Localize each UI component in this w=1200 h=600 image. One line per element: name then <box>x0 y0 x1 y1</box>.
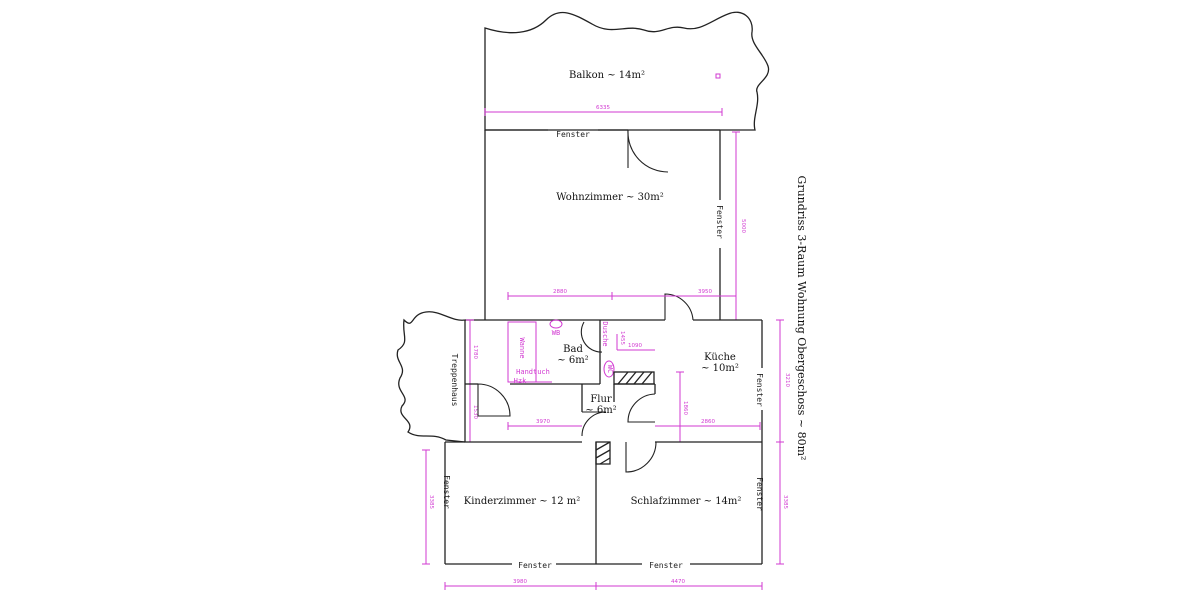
window-label-wohnzimmer-top: Fenster <box>556 130 590 139</box>
wash-basin <box>549 319 563 329</box>
dim-bad-small-2: 1090 <box>628 343 642 349</box>
dim-balkon-width: 6335 <box>596 105 610 111</box>
dim-kueche-depth: 3210 <box>784 373 790 387</box>
dim-bad-width: 2880 <box>553 289 567 295</box>
balcony-outline <box>484 11 770 131</box>
dim-kinder-depth: 3385 <box>428 495 434 509</box>
dim-flur-kueche: 2860 <box>701 419 715 425</box>
dim-treppe-lower: 1530 <box>472 405 478 419</box>
room-label-balkon: Balkon ~ 14m² <box>569 70 645 81</box>
dim-flur-depth: 1860 <box>682 401 688 415</box>
plan-title: Grundriss 3-Raum Wohnung Obergeschoss ~ … <box>795 176 808 461</box>
room-label-flur-name: Flur <box>590 394 612 405</box>
room-label-wohnzimmer: Wohnzimmer ~ 30m² <box>556 192 664 203</box>
fixture-label-wanne: Wanne <box>518 337 526 358</box>
staircase: Treppenhaus 1780 1530 <box>396 311 478 443</box>
dim-bad-small-1: 1455 <box>619 331 625 345</box>
flue <box>595 441 611 465</box>
fixture-label-wc: WC <box>606 365 614 373</box>
living-room: Fenster Fenster Wohnzimmer ~ 30m² 5000 <box>484 129 746 321</box>
balcony-marker <box>715 73 721 79</box>
kitchen-hall-door <box>627 393 656 423</box>
dim-kueche-width: 3950 <box>698 289 712 295</box>
window-label-wohnzimmer-right: Fenster <box>715 205 724 239</box>
bedrooms: Kinderzimmer ~ 12 m² Schlafzimmer ~ 14m²… <box>422 441 788 590</box>
room-label-bad-name: Bad <box>563 344 583 355</box>
staircase-outline <box>396 311 466 443</box>
room-label-kinderzimmer: Kinderzimmer ~ 12 m² <box>464 496 580 507</box>
bathroom-door <box>477 383 511 417</box>
room-label-schlafzimmer: Schlafzimmer ~ 14m² <box>631 496 742 507</box>
bathroom: Wanne WB Dusche WC Handtuch Hzk Bad ~ 6m… <box>465 319 655 417</box>
dim-schlaf-depth: 3385 <box>782 495 788 509</box>
fixture-label-dusche: Dusche <box>601 321 609 346</box>
dim-wohnzimmer-depth: 5000 <box>740 219 746 233</box>
room-label-treppenhaus: Treppenhaus <box>450 354 459 407</box>
window-label-kinderzimmer-bottom: Fenster <box>518 561 552 570</box>
room-label-bad-area: ~ 6m² <box>557 355 588 366</box>
hallway: Flur ~ 6m² 1860 3970 2860 Küche ~ 10m² <box>507 352 761 443</box>
window-label-schlafzimmer-bottom: Fenster <box>649 561 683 570</box>
middle-zone: Fenster 2880 3950 3210 <box>464 289 790 443</box>
room-label-kueche-area: ~ 10m² <box>701 363 739 374</box>
dim-schlaf-width: 4470 <box>671 579 685 585</box>
dim-treppe-upper: 1780 <box>472 345 478 359</box>
dim-kinder-width: 3980 <box>513 579 527 585</box>
balcony-door-swing <box>627 129 669 173</box>
toilet <box>603 360 615 378</box>
bedroom-door <box>625 441 657 473</box>
shower-door <box>580 321 603 353</box>
fixture-label-handtuch: Handtuch <box>516 368 550 376</box>
window-label-schlafzimmer-right: Fenster <box>755 477 764 511</box>
window-label-kinderzimmer-left: Fenster <box>442 475 451 509</box>
kitchen-door <box>664 293 694 321</box>
hallway-door <box>581 411 607 437</box>
dim-flur-width: 3970 <box>536 419 550 425</box>
fixture-label-hzk: Hzk <box>514 377 527 385</box>
room-label-kueche-name: Küche <box>704 352 736 363</box>
room-label-flur-area: ~ 6m² <box>585 405 616 416</box>
window-label-kueche: Fenster <box>755 373 764 407</box>
balcony: 6335 Balkon ~ 14m² <box>484 11 770 131</box>
fixture-label-wb: WB <box>552 329 560 337</box>
